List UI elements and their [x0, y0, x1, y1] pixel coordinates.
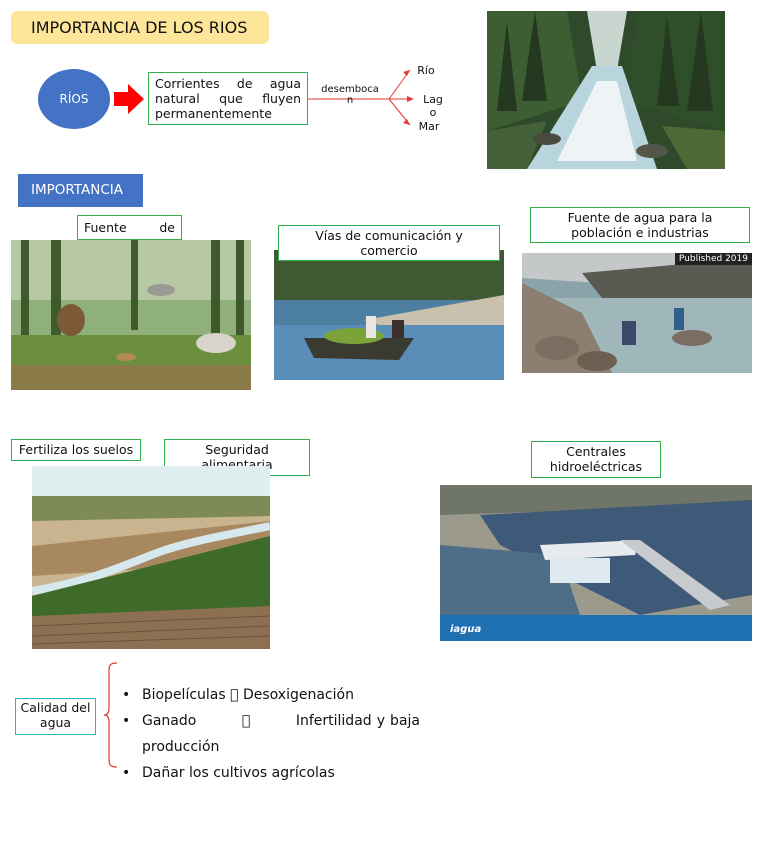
calidad-list: Biopelículas  Desoxigenación Ganado  I…: [122, 682, 420, 786]
definition-line-2: natural que fluyen: [155, 91, 301, 106]
branch-arrows: [308, 69, 414, 126]
list-item: Biopelículas  Desoxigenación: [122, 682, 420, 708]
label-fuente-vida: Fuente de vida: [77, 215, 182, 240]
arrow-symbol: : [242, 713, 250, 729]
label-vias-comunicacion: Vías de comunicación y comercio: [278, 225, 500, 261]
arrow-right-icon: [114, 84, 144, 114]
target-rio: Río: [417, 64, 435, 77]
target-lago: Lag o: [423, 93, 443, 119]
label-calidad: Calidad del agua: [15, 698, 96, 735]
target-mar: Mar: [418, 120, 440, 133]
page-title: IMPORTANCIA DE LOS RIOS: [11, 11, 269, 44]
arrow-symbol: : [230, 687, 238, 703]
river-forest-photo: [487, 11, 725, 169]
definition-line-1: Corrientes de agua: [155, 76, 301, 91]
section-importancia: IMPORTANCIA: [18, 174, 143, 207]
boat-river-photo: [274, 250, 504, 380]
desemboca-label: desemboca n: [321, 84, 379, 106]
rios-oval: RÍOS: [38, 69, 110, 129]
label-centrales: Centrales hidroeléctricas: [531, 441, 661, 478]
people-at-river-photo: Published 2019: [522, 253, 752, 373]
list-item: Dañar los cultivos agrícolas: [122, 760, 420, 786]
definition-line-3: permanentemente: [155, 106, 272, 121]
published-badge: Published 2019: [674, 253, 752, 265]
iagua-logo: iagua: [450, 624, 482, 635]
dam-photo: iagua: [440, 485, 752, 641]
label-fertiliza: Fertiliza los suelos: [11, 439, 141, 461]
prehistoric-forest-photo: [11, 240, 251, 390]
farmland-river-photo: [32, 466, 270, 649]
definition-box: Corrientes de agua natural que fluyen pe…: [148, 72, 308, 125]
label-fuente-agua: Fuente de agua para la población e indus…: [530, 207, 750, 243]
brace-icon: [103, 662, 118, 768]
list-item: Ganado  Infertilidad y baja producción: [122, 708, 420, 760]
